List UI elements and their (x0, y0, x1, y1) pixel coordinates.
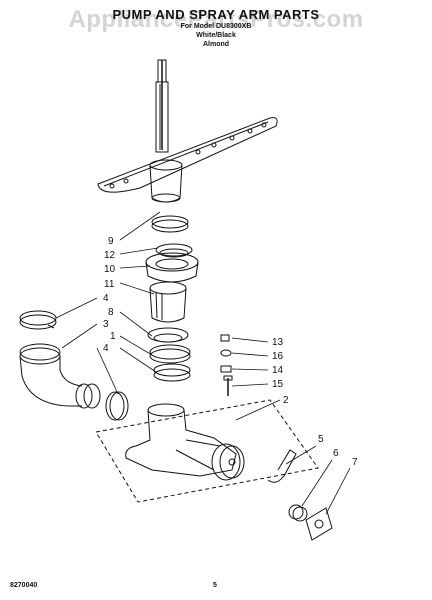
part-6-bushing (288, 504, 308, 522)
part-11-filter (149, 281, 187, 323)
callout-9: 9 (108, 236, 114, 247)
callout-6: 6 (333, 448, 339, 459)
color-line-2: Almond (202, 41, 230, 48)
callout-3: 3 (103, 319, 109, 330)
callout-4-lower: 4 (103, 343, 109, 354)
part-12-seal (155, 243, 193, 258)
part-14-nut (220, 365, 232, 373)
pump-assembly-outline (95, 399, 319, 503)
callout-7: 7 (352, 457, 358, 468)
callout-16: 16 (272, 351, 284, 362)
callout-11: 11 (104, 279, 115, 290)
part-4-clamp-left (19, 310, 57, 330)
callout-13: 13 (272, 337, 284, 348)
part-4-clamp-lower (105, 391, 129, 421)
callout-8: 8 (108, 307, 114, 318)
part-3-ring (149, 344, 191, 364)
callout-2: 2 (283, 395, 289, 406)
part-13-fastener (220, 334, 230, 342)
part-2-pump-motor (125, 403, 245, 481)
part-8-seal (147, 327, 189, 343)
part-1-ring (153, 363, 191, 382)
part-5-clip (267, 449, 297, 483)
leader-lines (55, 211, 351, 515)
page-number: 5 (213, 582, 217, 589)
part-15-screw (223, 375, 233, 396)
callout-12: 12 (104, 250, 116, 261)
document-code: 8270040 (10, 582, 38, 589)
callout-10: 10 (104, 264, 116, 275)
callout-4-upper: 4 (103, 293, 109, 304)
part-9-clamp (151, 215, 189, 233)
model-line: For Model DU8300XB (180, 23, 252, 30)
watermark: AppliancePartsPros.com (68, 6, 364, 33)
page-header: PUMP AND SPRAY ARM PARTS For Model DU830… (0, 8, 432, 49)
callout-labels: 9 12 10 11 4 8 3 1 4 13 16 14 15 2 5 6 7 (103, 236, 358, 468)
part-16-washer (220, 349, 232, 357)
drain-hose-elbow (19, 343, 101, 409)
color-line-1: White/Black (196, 32, 236, 39)
callout-1: 1 (110, 331, 116, 342)
callout-14: 14 (272, 365, 284, 376)
diagram-title: PUMP AND SPRAY ARM PARTS (112, 7, 320, 22)
callout-15: 15 (272, 379, 284, 390)
lower-spray-arm (97, 117, 278, 193)
spray-arm-shaft (155, 59, 169, 153)
part-7-gasket (305, 507, 333, 541)
spray-arm-hub (149, 159, 183, 203)
callout-5: 5 (318, 434, 324, 445)
